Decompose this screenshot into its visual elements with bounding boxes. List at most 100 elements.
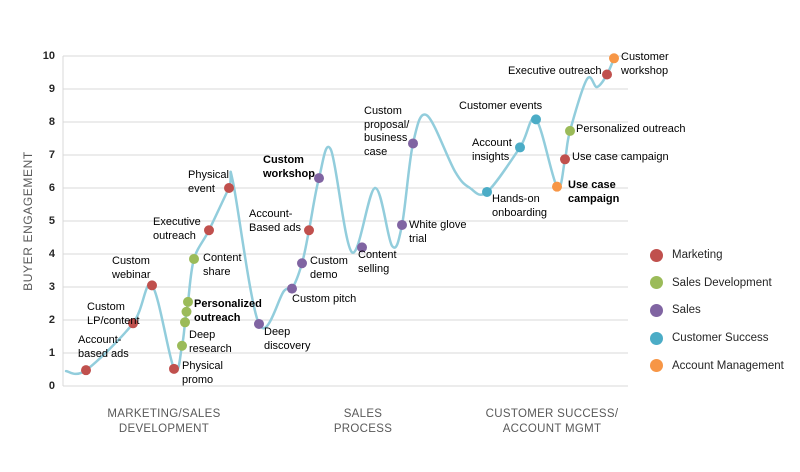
y-tick-9: 9 [48, 83, 55, 95]
customer-events-dot [531, 114, 541, 125]
legend-label: Account Management [672, 359, 784, 372]
label-line: Executive [153, 216, 201, 228]
sales-development-legend-dot-icon [650, 276, 663, 290]
custom-webinar-dot [147, 280, 157, 291]
use-case-campaign-2-dot [560, 154, 570, 165]
physical-promo-dot [169, 363, 179, 374]
account-based-ads-2-label: Account-Based ads [249, 208, 301, 235]
custom-lp-content-dot [128, 318, 138, 329]
account-management-legend-dot-icon [650, 359, 663, 373]
label-line: LP/content [87, 314, 140, 327]
phase-sales-process: SALES PROCESS [243, 407, 483, 437]
label-line: Custom [112, 255, 150, 267]
legend-label: Customer Success [672, 332, 769, 345]
label-line: Custom pitch [292, 293, 357, 305]
y-tick-10: 10 [42, 50, 55, 62]
label-line: research [189, 342, 232, 355]
label-line: share [203, 265, 231, 278]
label-line: event [188, 182, 215, 195]
label-line: Physical [182, 360, 223, 372]
label-line: Customer [621, 51, 669, 63]
use-case-campaign-dot [552, 181, 562, 192]
label-line: Content [203, 252, 242, 264]
hands-on-onboarding-dot [482, 186, 492, 197]
physical-event-dot [224, 183, 234, 193]
phase-line: PROCESS [333, 423, 393, 435]
label-line: Use case [568, 179, 616, 191]
label-line: webinar [112, 268, 151, 281]
label-line: workshop [263, 167, 315, 180]
deep-research-2-dot [180, 317, 190, 328]
label-line: Account [472, 137, 512, 149]
personalized-outreach-dot-2-dot [183, 296, 193, 307]
label-line: based ads [78, 347, 129, 360]
account-based-ads-2-dot [304, 225, 314, 236]
legend-sales: Sales [650, 303, 701, 317]
phase-line: MARKETING/SALES [107, 408, 221, 420]
customer-success-legend-dot-icon [650, 331, 663, 345]
y-tick-6: 6 [48, 182, 55, 194]
y-tick-4: 4 [48, 248, 55, 260]
sales-legend-dot-icon [650, 303, 663, 317]
label-line: Hands-on [492, 193, 540, 205]
phase-line: CUSTOMER SUCCESS/ [485, 408, 619, 420]
label-line: onboarding [492, 206, 548, 219]
label-line: insights [472, 150, 510, 163]
legend-sales-development: Sales Development [650, 276, 772, 290]
white-glove-trial-dot [397, 219, 407, 230]
custom-demo-dot [297, 258, 307, 269]
legend-account-management: Account Management [650, 359, 784, 373]
personalized-outreach-2-label: Personalized outreach [576, 123, 685, 137]
label-line: Based ads [249, 221, 301, 234]
custom-pitch-dot [287, 283, 297, 294]
customer-workshop-dot [609, 53, 619, 64]
label-line: Use case campaign [572, 151, 669, 163]
y-tick-3: 3 [48, 281, 55, 293]
label-line: outreach [194, 311, 241, 324]
label-line: discovery [264, 339, 311, 352]
account-based-ads-dot [81, 365, 91, 376]
label-line: promo [182, 373, 214, 386]
label-line: Content [358, 249, 397, 261]
label-line: Custom [310, 255, 348, 267]
label-line: Personalized outreach [576, 123, 686, 135]
label-line: outreach [153, 229, 196, 242]
label-line: Physical [188, 169, 229, 181]
personalized-outreach-dot [181, 306, 192, 317]
y-tick-2: 2 [48, 314, 55, 326]
label-line: trial [409, 232, 427, 245]
content-selling-dot [357, 242, 367, 253]
label-line: campaign [568, 192, 620, 205]
legend-label: Sales Development [672, 276, 772, 289]
label-line: White glove [409, 219, 467, 231]
legend-label: Sales [672, 304, 701, 317]
deep-research-dot [177, 340, 187, 351]
custom-proposal-business-case-dot [408, 138, 418, 149]
marketing-legend-dot-icon [650, 248, 663, 262]
label-line: Customer events [459, 100, 543, 112]
phase-line: SALES [343, 408, 383, 420]
label-line: Account- [249, 208, 293, 220]
label-line: Executive outreach [508, 65, 602, 77]
account-based-ads-label: Account-based ads [78, 334, 129, 361]
